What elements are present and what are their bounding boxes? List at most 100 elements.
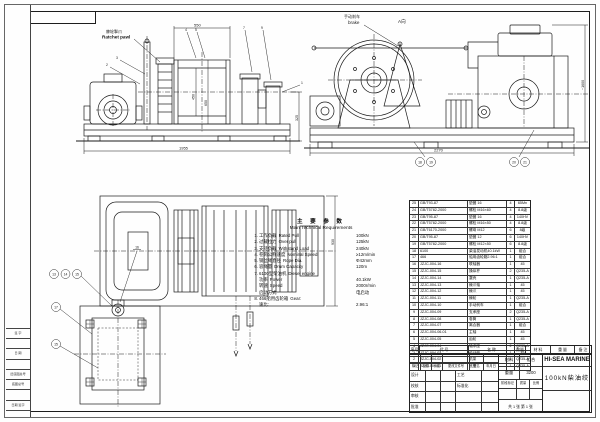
role-row-approve: 批准 (410, 402, 498, 412)
part-code: JZJC-004-09 (419, 309, 468, 316)
part-material: Q235-A (516, 268, 529, 273)
tech-item: 启动方式 电启动 (259, 289, 370, 295)
bearing-pedestals (239, 73, 283, 125)
part-qty: 1 (507, 255, 515, 262)
header-remark: 备 注 (578, 347, 588, 352)
margin-row: 日 期 (6, 349, 30, 360)
balloon-5: 5 (195, 28, 197, 32)
balloon-17: 17 (54, 305, 58, 309)
part-no: 9 (410, 309, 419, 316)
header-name: 名 称 (469, 346, 515, 354)
base-frame (76, 123, 300, 142)
left-margin-strip: 签 字 日 期 旧底图总号 底图总号 日期 签字 (6, 5, 31, 417)
parts-row: 21 GB/T6170-2000 螺母 M12 6 8级 (410, 228, 530, 235)
rev-mark: 标记 (410, 362, 421, 370)
part-qty: 1 (507, 289, 515, 296)
parts-row: 19 GB/T5782-2000 螺栓 M12×50 6 8.8级 (410, 241, 530, 249)
front-view-linework (304, 24, 590, 167)
part-name: 螺栓 M16×50 (468, 221, 507, 228)
drawing-number-cell (543, 391, 591, 412)
dim-650: 650 (204, 100, 208, 106)
header-material: 材 料 (526, 346, 551, 354)
margin-row (6, 360, 30, 370)
balloon-20: 20 (512, 160, 516, 164)
parts-row: 14 JZJC-004-14 罩壳 1 Q235-A (410, 275, 530, 283)
part-code: JZJC-004-16 (419, 262, 468, 268)
diesel-engine (448, 24, 590, 129)
margin-row: 签 字 (6, 329, 30, 339)
part-name: 垫圈 16 (468, 201, 507, 207)
warping-head-plan (299, 225, 319, 277)
title-block-values: 材料 组合 重量 3200 阶段标记 质量 比例 共 1 张 第 1 张 (499, 354, 543, 412)
parts-row: 2 JZJC-004-02 机架 1 Q235-A (410, 357, 530, 365)
ratchet-pawl-label-en: Ratchet pawl (102, 35, 130, 40)
part-code: JZJC-004-08 (419, 316, 468, 323)
stage-value-row (499, 389, 542, 400)
balloon-15b: 15 (54, 342, 58, 346)
plan-balloon-numbers: 13 14 15 16 17 15 (52, 246, 139, 347)
part-material: 组合 (518, 255, 527, 260)
part-no: 7 (410, 323, 419, 330)
part-qty: 1 (507, 248, 515, 255)
part-material: 65Mn (517, 201, 528, 205)
part-name: 主轴 (468, 330, 507, 336)
balloon-14: 14 (64, 272, 68, 276)
part-code: GB/T95-87 (419, 214, 468, 221)
part-no: 17 (410, 255, 419, 262)
part-no: 8 (410, 316, 419, 323)
parts-row: 17 466 船用齿轮箱2.96:1 1 组合 (410, 255, 530, 263)
parts-row: 11 JZJC-004-11 棘轮 1 Q235-A (410, 296, 530, 303)
clutch-box (445, 99, 473, 129)
parts-row: 18 6100 柴油发动机40.1kW 1 组合 (410, 248, 530, 256)
weight-value: 3200 (526, 370, 536, 375)
part-material: Q235-A (516, 275, 529, 280)
part-code: JZJC-004-15 (419, 268, 468, 275)
part-material: 8.8级 (518, 241, 527, 246)
balloon-9: 9 (261, 26, 263, 30)
parts-header: 序号 代 号 名 称 数量 材 料 重 量 备 注 (409, 345, 592, 355)
part-material: Q235-A (516, 296, 529, 301)
header-no: 序号 (410, 346, 420, 354)
balloon-13: 13 (52, 272, 56, 276)
part-name: 卷筒 (468, 316, 507, 323)
company-name: HI-SEA MARINE (543, 354, 591, 367)
balloon-2: 2 (106, 63, 108, 67)
revision-blank-row (410, 354, 498, 363)
part-code: GB/T93-87 (419, 201, 468, 207)
revision-header-row: 标记 处数 分区 更改文件号 签名 年月日 (410, 362, 498, 371)
balloon-21: 21 (523, 160, 527, 164)
tech-items: 1. 工作负载 Rated Pull 100kN 2. 过载拉力 Over pu… (250, 233, 392, 309)
gearbox (83, 73, 143, 126)
part-name: 棘爪轴 (468, 282, 507, 289)
role-row-design: 设计 工艺 (410, 371, 498, 382)
part-name: 机架 (468, 357, 507, 364)
tech-item: 8. 466船用齿轮箱 Gear: (254, 295, 302, 301)
part-qty: 4 (507, 201, 515, 207)
ratchet-pawl-leader (133, 38, 161, 63)
winch-end (328, 34, 422, 129)
part-qty: 1 (507, 262, 515, 268)
part-code: JZJC-004-07 (419, 323, 468, 330)
margin-row: 日期 签字 (6, 401, 30, 411)
balloon-18: 18 (418, 160, 422, 164)
material-row: 材料 组合 (499, 354, 542, 367)
part-no: 14 (410, 275, 419, 282)
part-no: 21 (410, 228, 419, 234)
rev-date: 年月日 (486, 363, 496, 368)
parts-row: 9 JZJC-004-09 支承座 2 Q235-A (410, 309, 530, 317)
part-name: 螺母 M12 (468, 228, 507, 234)
title-block-signatures: 标记 处数 分区 更改文件号 签名 年月日 设计 工艺 校核 标准化 审核 批准 (410, 354, 499, 412)
tech-item: 2. 过载拉力 Over pull 125kN (254, 239, 369, 245)
part-no: 15 (410, 268, 419, 275)
rev-zone: 分区 (432, 362, 443, 370)
part-name: 柴油发动机40.1kW (468, 248, 507, 255)
tech-item: 3. 支持负载 Withstand Load 240kN (254, 245, 369, 251)
part-qty: 1 (507, 296, 515, 302)
control-levers-plan (232, 296, 254, 357)
part-name: 支承座 (468, 309, 507, 316)
stage-header-row: 阶段标记 质量 比例 (499, 380, 542, 389)
engine-plan (74, 300, 166, 408)
parts-row: 16 JZJC-004-16 联轴器 1 45 (410, 262, 530, 269)
balloon-16: 16 (135, 246, 139, 250)
part-material: 45 (520, 350, 525, 355)
